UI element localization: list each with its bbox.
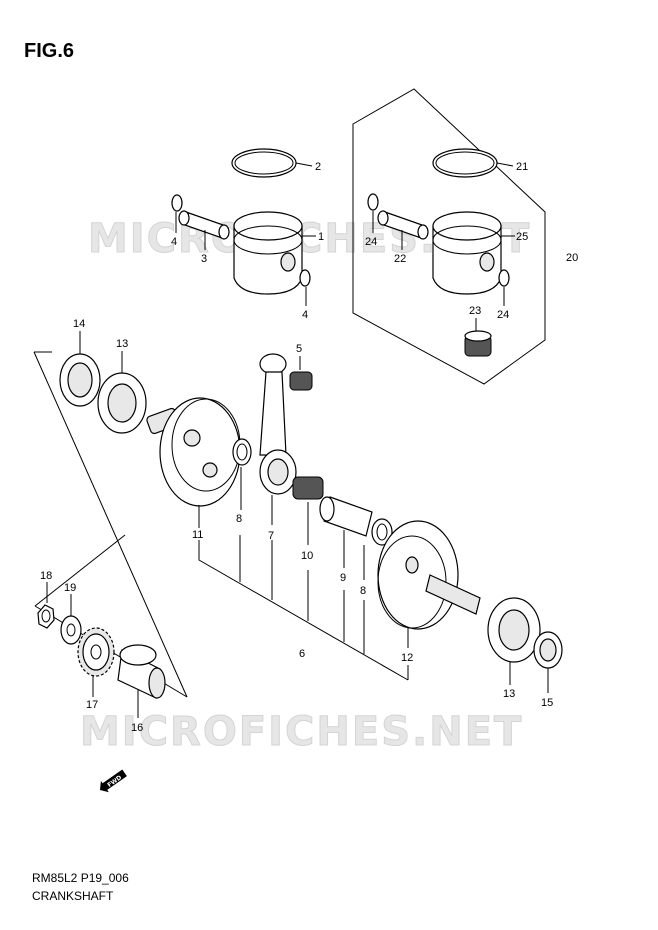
figure-code: RM85L2 P19_006: [32, 871, 129, 885]
primary-drive-gear: [77, 627, 115, 697]
callout-20: 20: [566, 252, 578, 264]
piston-pin-circlip: [171, 194, 183, 212]
callout-13: 13: [116, 338, 128, 350]
callout-4: 4: [302, 309, 308, 321]
callout-18: 18: [40, 570, 52, 582]
crank-pin: [319, 496, 373, 568]
callout-19: 19: [64, 582, 76, 594]
svg-text:FWD: FWD: [106, 774, 123, 789]
thrust-washer-right: [371, 518, 393, 546]
crank-half-left: [146, 397, 241, 528]
callout-24: 24: [497, 309, 509, 321]
callout-14: 14: [73, 318, 85, 330]
callout-23: 23: [469, 305, 481, 317]
watermark-bottom: MICROFICHES.NET: [80, 709, 523, 755]
connecting-rod: [259, 353, 297, 525]
crank-spacer: [117, 644, 166, 718]
callout-8: 8: [360, 585, 366, 597]
crank-bearing-left: [97, 351, 147, 434]
callout-16: 16: [131, 722, 143, 734]
callout-10: 10: [301, 550, 313, 562]
piston-kit-piston: [432, 211, 515, 295]
callout-22: 22: [394, 253, 406, 265]
callout-6: 6: [299, 648, 305, 660]
piston-pin: [178, 210, 230, 250]
piston-ring-inner: [234, 151, 294, 175]
small-end-bearing: [289, 371, 313, 391]
crankshaft-bracket-line: [33, 351, 188, 698]
callout-labels: 1 2 3 4 4 5 6 7 8 8 9 10 11 12 13 13 14 …: [40, 161, 578, 734]
figure-name: CRANKSHAFT: [32, 889, 114, 903]
assembly-tree-line: [198, 540, 409, 681]
piston-kit-pin: [377, 210, 429, 250]
piston-ring: [231, 148, 297, 178]
crank-half-right: [377, 520, 481, 648]
callout-4: 4: [171, 236, 177, 248]
callout-11: 11: [192, 529, 203, 541]
callout-12: 12: [401, 652, 413, 664]
callout-1: 1: [318, 231, 324, 243]
thrust-washer-left: [232, 438, 252, 466]
crank-washer: [60, 615, 82, 645]
piston-kit-circlip: [367, 193, 379, 211]
callout-9: 9: [340, 572, 346, 584]
piston-kit-bearing: [464, 318, 492, 357]
callout-13: 13: [503, 688, 515, 700]
callout-15: 15: [541, 697, 553, 709]
crank-nut: [37, 604, 55, 629]
callout-2: 2: [315, 161, 321, 173]
callout-25: 25: [516, 231, 528, 243]
callout-24: 24: [365, 236, 377, 248]
piston-pin-circlip: [299, 269, 311, 287]
drive-gear-bracket-line: [34, 534, 126, 607]
callout-17: 17: [86, 699, 98, 711]
big-end-bearing: [292, 476, 324, 500]
forward-direction-icon: FWD: [100, 769, 127, 793]
oil-seal-left: [59, 331, 101, 407]
figure-title: FIG.6: [24, 40, 75, 62]
callout-5: 5: [296, 343, 302, 355]
piston-kit-outline: [352, 88, 546, 385]
crank-bearing-right: [487, 597, 541, 685]
callout-8: 8: [236, 513, 242, 525]
callout-3: 3: [201, 253, 207, 265]
piston-kit-circlip: [498, 269, 510, 287]
callout-21: 21: [516, 161, 528, 173]
oil-seal-right: [533, 631, 563, 693]
piston-ring-kit: [432, 148, 498, 178]
callout-7: 7: [268, 530, 274, 542]
